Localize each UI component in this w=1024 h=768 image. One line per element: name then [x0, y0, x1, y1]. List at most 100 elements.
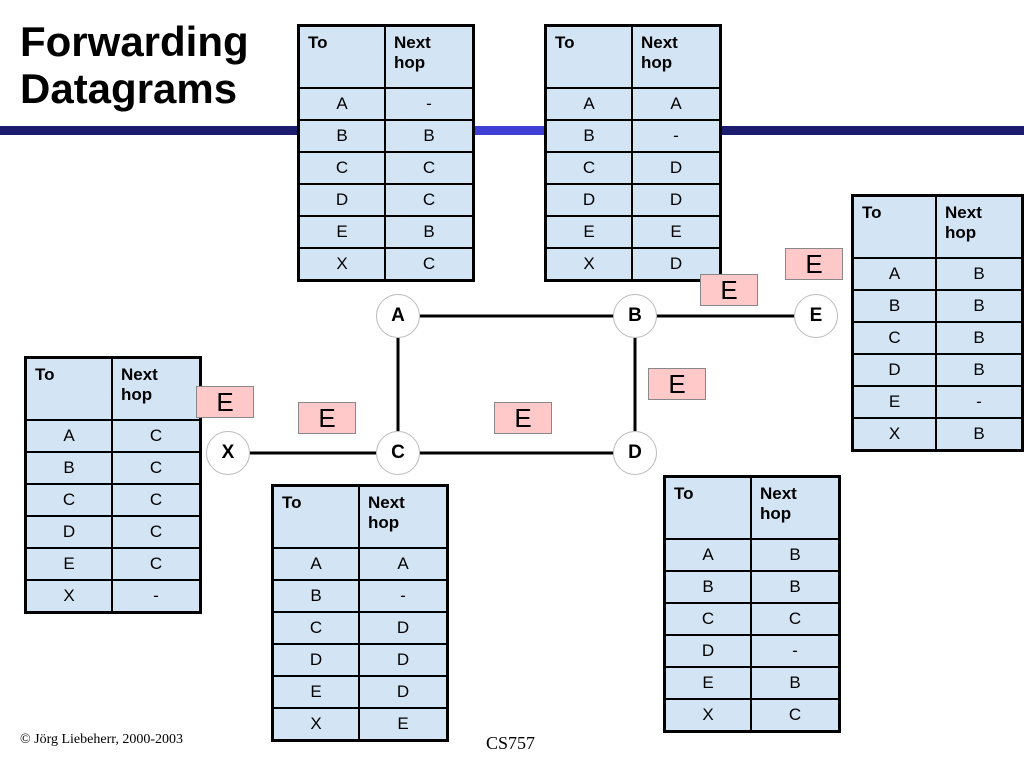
table-row: B-: [544, 119, 722, 153]
node-d: D: [613, 431, 657, 475]
next-hop-cell: D: [358, 611, 449, 645]
destination-cell: B: [24, 451, 113, 485]
header-to: To: [271, 484, 360, 549]
table-row: E-: [851, 385, 1024, 419]
datagram-packet: E: [298, 402, 356, 434]
destination-cell: E: [663, 666, 752, 700]
next-hop-cell: B: [935, 353, 1024, 387]
node-e: E: [794, 294, 838, 338]
next-hop-cell: C: [384, 247, 475, 282]
next-hop-cell: -: [631, 119, 722, 153]
next-hop-cell: C: [750, 698, 841, 733]
next-hop-cell: B: [935, 417, 1024, 452]
next-hop-cell: B: [384, 215, 475, 249]
destination-cell: D: [24, 515, 113, 549]
next-hop-cell: D: [358, 643, 449, 677]
next-hop-cell: B: [750, 570, 841, 604]
next-hop-cell: A: [631, 87, 722, 121]
header-to: To: [663, 475, 752, 540]
destination-cell: C: [851, 321, 938, 355]
next-hop-cell: C: [111, 515, 202, 549]
destination-cell: C: [663, 602, 752, 636]
header-to: To: [544, 24, 633, 89]
destination-cell: X: [271, 707, 360, 742]
destination-cell: D: [663, 634, 752, 668]
destination-cell: A: [271, 547, 360, 581]
destination-cell: B: [271, 579, 360, 613]
next-hop-cell: D: [631, 151, 722, 185]
datagram-packet: E: [494, 402, 552, 434]
next-hop-cell: B: [750, 666, 841, 700]
next-hop-cell: C: [111, 419, 202, 453]
datagram-packet: E: [785, 248, 843, 280]
page-title: Forwarding Datagrams: [20, 18, 249, 112]
node-c: C: [376, 431, 420, 475]
destination-cell: A: [24, 419, 113, 453]
destination-cell: B: [297, 119, 386, 153]
destination-cell: A: [851, 257, 938, 291]
title-rule: [0, 126, 1024, 135]
next-hop-cell: B: [384, 119, 475, 153]
destination-cell: E: [851, 385, 938, 419]
destination-cell: D: [544, 183, 633, 217]
node-a: A: [376, 294, 420, 338]
course-code: CS757: [486, 733, 536, 753]
next-hop-cell: E: [631, 215, 722, 249]
destination-cell: C: [544, 151, 633, 185]
next-hop-cell: E: [358, 707, 449, 742]
next-hop-cell: B: [750, 538, 841, 572]
destination-cell: E: [24, 547, 113, 581]
destination-cell: X: [24, 579, 113, 614]
table-row: A-: [297, 87, 475, 121]
next-hop-cell: -: [750, 634, 841, 668]
destination-cell: B: [544, 119, 633, 153]
destination-cell: X: [297, 247, 386, 282]
datagram-packet: E: [196, 386, 254, 418]
destination-cell: A: [544, 87, 633, 121]
table-row: B-: [271, 579, 449, 613]
next-hop-cell: C: [111, 483, 202, 517]
destination-cell: C: [297, 151, 386, 185]
destination-cell: A: [663, 538, 752, 572]
next-hop-cell: D: [631, 183, 722, 217]
destination-cell: B: [851, 289, 938, 323]
destination-cell: D: [297, 183, 386, 217]
next-hop-cell: C: [384, 183, 475, 217]
destination-cell: E: [271, 675, 360, 709]
next-hop-cell: C: [111, 451, 202, 485]
next-hop-cell: -: [358, 579, 449, 613]
next-hop-cell: C: [111, 547, 202, 581]
header-to: To: [297, 24, 386, 89]
next-hop-cell: B: [935, 321, 1024, 355]
destination-cell: D: [271, 643, 360, 677]
header-to: To: [24, 356, 113, 421]
